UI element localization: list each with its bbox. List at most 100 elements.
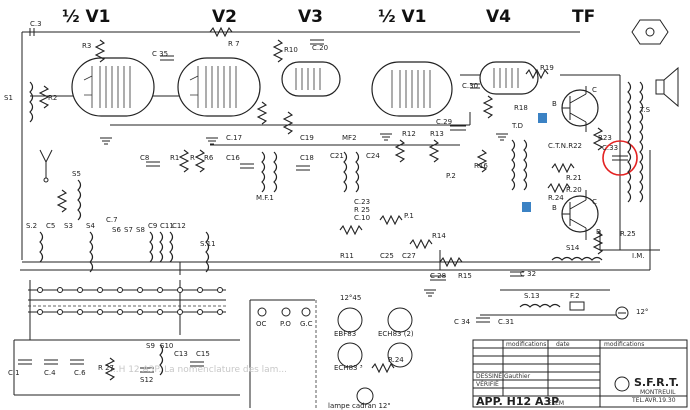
label-c29: C.29 [436, 118, 452, 126]
tb-col-2: date [556, 341, 570, 348]
power-transistor-outline [631, 19, 669, 45]
label-c13: C13 [174, 350, 188, 358]
tb-montreuil: MONTREUIL [640, 389, 676, 396]
label-s4: S4 [86, 222, 95, 230]
label-c5: C5 [46, 222, 55, 230]
header-tf: TF [572, 7, 595, 27]
label-r2: R2 [48, 94, 57, 102]
label-c7: C.7 [106, 216, 118, 224]
tube-v3 [281, 61, 341, 97]
label-r27: R 27 [98, 364, 114, 372]
label-s6: S6 [112, 226, 121, 234]
label-r12: R12 [402, 130, 416, 138]
label-c18: C18 [300, 154, 314, 162]
label-c6: C.6 [74, 369, 86, 377]
resistors [38, 26, 604, 381]
label-r20: R.20 [566, 186, 582, 194]
transistor-lower [561, 190, 599, 240]
label-p1: P.1 [404, 212, 414, 220]
label-ts: T.S [639, 106, 651, 114]
label-s2: S.2 [26, 222, 37, 230]
label-s13: S.13 [524, 292, 540, 300]
label-c1: C.1 [8, 369, 20, 377]
label-r25: R.25 [620, 230, 636, 238]
label-r16: R16 [474, 162, 488, 170]
label-r25b: R 25 [354, 206, 370, 214]
label-b-upper: B [552, 100, 557, 108]
transistor-upper [561, 86, 599, 132]
label-r3: R3 [82, 42, 91, 50]
header-half-v1-right: ½ V1 [378, 7, 427, 27]
label-ctnr22: C.T.N.R22 [548, 142, 582, 150]
label-c24: C24 [366, 152, 380, 160]
label-ech83-2: ECH83 (2) [378, 330, 414, 338]
highlight-circle-c33 [602, 140, 638, 176]
label-mf2: MF2 [342, 134, 357, 142]
label-c3: C.3 [30, 20, 42, 28]
tube-headers: ½ V1 V2 V3 ½ V1 V4 TF [62, 7, 595, 27]
label-r18: R18 [514, 104, 528, 112]
tb-col-1: modifications [506, 341, 546, 348]
label-c27: C27 [402, 252, 416, 260]
label-c33: C.33 [602, 144, 618, 152]
label-s9: S9 [146, 342, 155, 350]
label-c30: C.30 [462, 82, 478, 90]
tb-app: APP. H12 A3P [476, 395, 559, 408]
label-mf1: M.F.1 [256, 194, 274, 202]
label-lampe-cadran: lampe cadran 12" [328, 402, 391, 410]
tube-v1-left [71, 57, 155, 117]
header-half-v1-left: ½ V1 [62, 7, 111, 27]
push-buttons [257, 300, 317, 408]
component-labels: C.3 R3 R2 S1 C 35 R 7 R10 C.20 R19 R18 B… [4, 20, 651, 410]
label-c23: C.23 [354, 198, 370, 206]
tb-sfrt: S.F.R.T. [634, 376, 679, 389]
blue-marker-upper [538, 113, 547, 123]
header-v3: V3 [298, 7, 323, 27]
label-c8: C8 [140, 154, 149, 162]
label-r13: R13 [430, 130, 444, 138]
label-c17: C.17 [226, 134, 242, 142]
label-ech83-3: ECH83 ³ [334, 364, 363, 372]
label-r23: R23 [598, 134, 612, 142]
tube-v4 [479, 61, 539, 95]
title-block: modifications date modifications DESSINÉ… [472, 339, 688, 408]
label-r24: R.24 [548, 194, 564, 202]
label-c10: C.10 [354, 214, 370, 222]
label-c4: C.4 [44, 369, 56, 377]
blue-marker-lower [522, 202, 531, 212]
label-s7: S7 [124, 226, 133, 234]
label-s1: S1 [4, 94, 13, 102]
label-b-lower: B [552, 204, 557, 212]
label-p2: P.2 [446, 172, 456, 180]
header-v4: V4 [486, 7, 511, 27]
tube-pinouts [337, 307, 413, 405]
tb-dessine: DESSINÉ Gauthier [476, 372, 531, 380]
label-c35: C 35 [152, 50, 168, 58]
label-12-45: 12°45 [340, 294, 361, 302]
antenna-icon [39, 149, 53, 183]
label-c28: C 28 [430, 272, 446, 280]
tb-elem: ELEM [548, 400, 564, 407]
label-s14: S14 [566, 244, 580, 252]
label-r6: R6 [204, 154, 214, 162]
label-s10: S10 [160, 342, 173, 350]
label-r24-bottom: R.24 [388, 356, 404, 364]
label-e: E [596, 228, 600, 236]
label-c11: C11 [160, 222, 174, 230]
tb-tel: TEL.AVR.19.30 [631, 397, 676, 404]
label-r1: R1 [170, 154, 179, 162]
label-s12: S12 [140, 376, 153, 384]
label-c32: C 32 [520, 270, 536, 278]
label-gc: G.C [300, 320, 313, 328]
label-r10: R10 [284, 46, 298, 54]
label-c-upper: C [592, 86, 597, 94]
label-po: P.O [280, 320, 291, 328]
label-r: R [190, 154, 195, 162]
tube-v1-right [371, 61, 453, 117]
tb-verifie: VÉRIFIÉ [476, 380, 499, 388]
label-c12: C12 [172, 222, 186, 230]
header-v2: V2 [212, 7, 237, 27]
fuse-and-plug [569, 301, 629, 320]
label-ebf83: EBF83 [334, 330, 356, 338]
tube-v2 [177, 57, 261, 117]
